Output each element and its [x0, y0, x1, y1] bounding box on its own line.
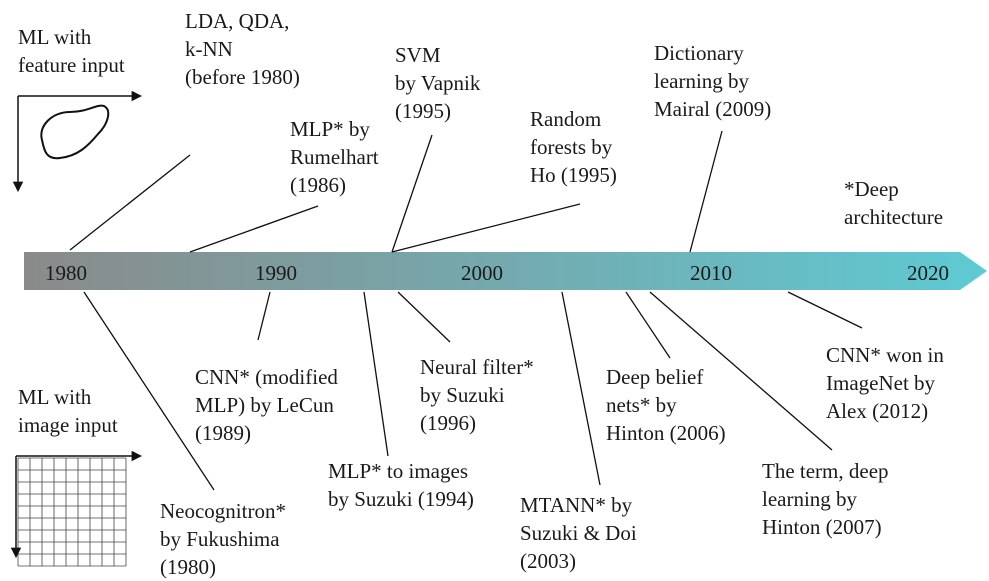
year-label-2000: 2000: [461, 261, 503, 285]
event-mlp-to-images: MLP* to images by Suzuki (1994): [328, 459, 474, 511]
event-mtann: MTANN* by Suzuki & Doi (2003): [520, 493, 637, 573]
event-deep-belief-nets: Deep belief nets* by Hinton (2006): [606, 365, 726, 445]
event-line: (1996): [420, 411, 476, 435]
connector-random-forests: [391, 203, 581, 253]
deep-architecture-note: *Deep architecture: [844, 177, 943, 229]
year-label-2010: 2010: [690, 261, 732, 285]
event-dictionary-learning: Dictionary learning by Mairal (2009): [654, 41, 771, 121]
connector-mlp-to-images: [363, 291, 389, 457]
timeline-years: 1980 1990 2000 2010 2020: [45, 261, 949, 285]
event-line: (before 1980): [185, 65, 300, 89]
event-line: Ho (1995): [530, 163, 617, 187]
note-line-2: architecture: [844, 205, 943, 229]
event-line: Alex (2012): [826, 399, 928, 423]
event-line: nets* by: [606, 393, 677, 417]
event-line: LDA, QDA,: [185, 9, 289, 33]
event-line: (1980): [160, 555, 216, 579]
connector-lda-qda-knn: [69, 154, 191, 251]
connector-neocognitron: [83, 291, 215, 491]
event-line: CNN* won in: [826, 343, 944, 367]
event-neocognitron: Neocognitron* by Fukushima (1980): [160, 499, 286, 579]
connector-term-deep-learning: [649, 291, 833, 451]
event-line: Dictionary: [654, 41, 744, 65]
event-line: k-NN: [185, 37, 233, 61]
connector-neural-filter: [397, 291, 451, 343]
connector-lines: [69, 130, 863, 491]
events-above-timeline: LDA, QDA, k-NN (before 1980) MLP* by Rum…: [185, 9, 771, 197]
event-line: MLP) by LeCun: [195, 393, 334, 417]
event-line: The term, deep: [762, 459, 889, 483]
event-neural-filter: Neural filter* by Suzuki (1996): [420, 355, 534, 435]
connector-deep-belief-nets: [625, 291, 671, 359]
event-line: (2003): [520, 549, 576, 573]
connector-dictionary-learning: [689, 130, 723, 253]
event-line: MTANN* by: [520, 493, 633, 517]
connector-mtann: [561, 291, 601, 486]
event-line: (1989): [195, 421, 251, 445]
feature-cluster-blob-icon: [40, 104, 110, 160]
event-term-deep-learning: The term, deep learning by Hinton (2007): [762, 459, 889, 539]
events-below-timeline: Neocognitron* by Fukushima (1980) CNN* (…: [160, 343, 944, 579]
event-line: forests by: [530, 135, 613, 159]
image-panel-title-line-1: ML with: [18, 385, 92, 409]
event-line: ImageNet by: [826, 371, 936, 395]
event-svm-vapnik: SVM by Vapnik (1995): [395, 43, 481, 123]
image-panel-title-line-2: image input: [18, 413, 118, 437]
connector-cnn-imagenet: [787, 291, 863, 329]
event-line: MLP* by: [290, 117, 370, 141]
event-line: CNN* (modified: [195, 365, 338, 389]
event-line: by Fukushima: [160, 527, 280, 551]
image-pixel-grid-icon: [17, 457, 127, 567]
event-line: by Suzuki (1994): [328, 487, 474, 511]
event-line: MLP* to images: [328, 459, 468, 483]
event-cnn-imagenet: CNN* won in ImageNet by Alex (2012): [826, 343, 944, 423]
event-line: Hinton (2006): [606, 421, 726, 445]
event-mlp-rumelhart: MLP* by Rumelhart (1986): [290, 117, 379, 197]
event-lda-qda-knn: LDA, QDA, k-NN (before 1980): [185, 9, 300, 89]
event-line: Mairal (2009): [654, 97, 771, 121]
event-line: Hinton (2007): [762, 515, 882, 539]
year-label-2020: 2020: [907, 261, 949, 285]
feature-input-panel: ML with feature input: [12, 25, 143, 193]
event-line: Rumelhart: [290, 145, 379, 169]
event-line: Neural filter*: [420, 355, 534, 379]
connector-svm-vapnik: [391, 134, 433, 253]
event-line: by Vapnik: [395, 71, 481, 95]
note-line-1: *Deep: [844, 177, 899, 201]
event-line: Random: [530, 107, 601, 131]
event-line: Deep belief: [606, 365, 703, 389]
year-label-1990: 1990: [255, 261, 297, 285]
event-line: (1995): [395, 99, 451, 123]
event-line: Suzuki & Doi: [520, 521, 637, 545]
event-cnn-lecun: CNN* (modified MLP) by LeCun (1989): [195, 365, 338, 445]
feature-panel-title-line-1: ML with: [18, 25, 92, 49]
event-random-forests: Random forests by Ho (1995): [530, 107, 617, 187]
feature-panel-title-line-2: feature input: [18, 53, 125, 77]
event-line: Neocognitron*: [160, 499, 286, 523]
connector-mlp-rumelhart: [189, 205, 319, 253]
timeline-arrow-bar: [24, 252, 987, 290]
event-line: SVM: [395, 43, 441, 67]
image-input-panel: ML with image input: [10, 385, 143, 567]
connector-cnn-lecun: [257, 291, 271, 341]
event-line: learning by: [654, 69, 750, 93]
year-label-1980: 1980: [45, 261, 87, 285]
event-line: learning by: [762, 487, 858, 511]
event-line: (1986): [290, 173, 346, 197]
event-line: by Suzuki: [420, 383, 505, 407]
